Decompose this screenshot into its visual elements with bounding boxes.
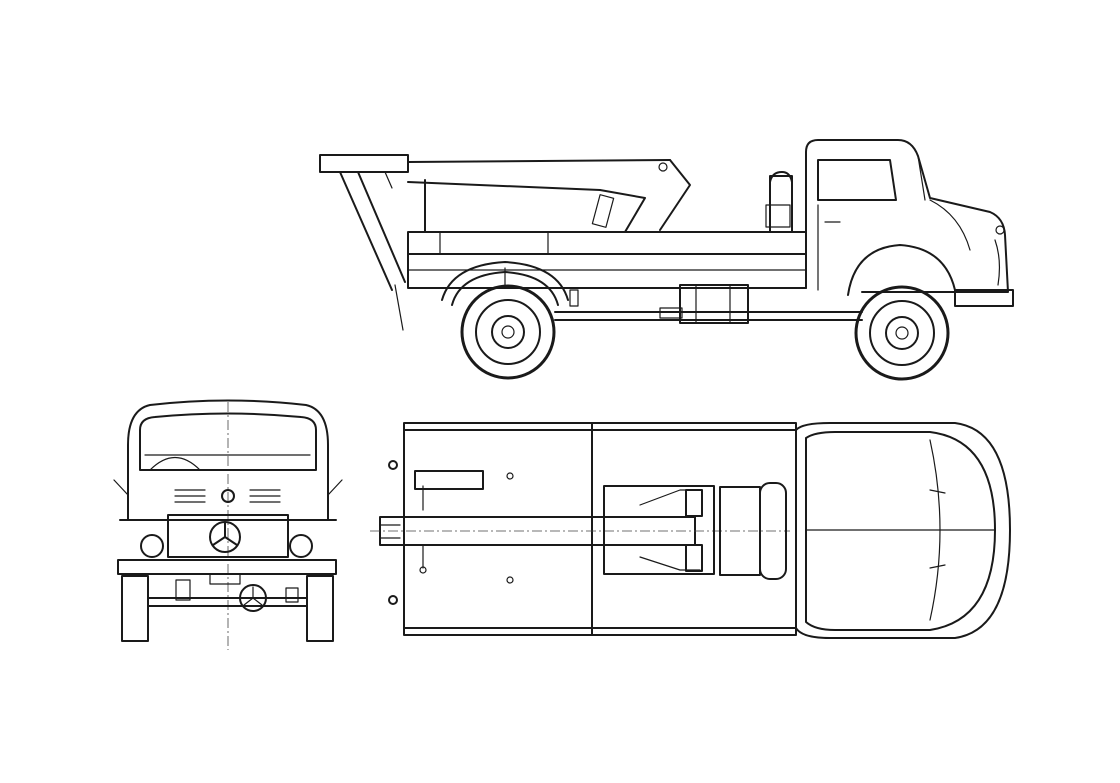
star-emblem bbox=[209, 521, 241, 553]
top-view bbox=[370, 422, 1011, 639]
headlights bbox=[140, 534, 313, 558]
cab bbox=[805, 139, 1014, 307]
grille bbox=[167, 489, 289, 558]
front-wheel bbox=[854, 285, 950, 381]
crane-top bbox=[370, 482, 790, 580]
rear-wheel bbox=[441, 261, 579, 380]
chassis bbox=[554, 284, 863, 324]
deck bbox=[388, 422, 797, 636]
side-view bbox=[319, 139, 1014, 381]
front-axle bbox=[121, 575, 334, 642]
cab-front bbox=[113, 399, 343, 521]
front-view bbox=[113, 399, 343, 650]
crane-boom bbox=[319, 154, 691, 331]
cab-top bbox=[795, 422, 1011, 639]
front-bumper bbox=[117, 559, 337, 585]
